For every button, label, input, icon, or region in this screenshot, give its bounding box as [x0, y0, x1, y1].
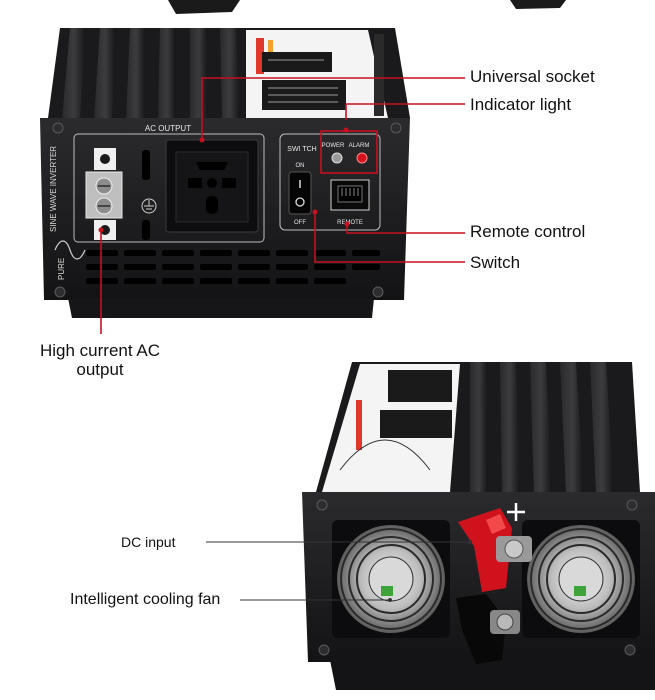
callout-cooling-fan: Intelligent cooling fan	[70, 591, 221, 608]
dc-negative-terminal[interactable]	[456, 594, 520, 664]
screw-icon	[316, 499, 638, 656]
callout-lines-top	[100, 77, 465, 334]
cooling-fan-left	[332, 520, 450, 638]
callout-remote-control: Remote control	[470, 222, 586, 241]
indicator-lights	[331, 152, 368, 164]
panel-label-power: POWER	[322, 143, 345, 149]
side-label-sine: SINE WAVE INVERTER	[49, 146, 58, 232]
panel-label-remote: REMOTE	[337, 220, 363, 226]
control-frame	[279, 133, 381, 231]
panel-label-on: ON	[296, 163, 305, 169]
callout-dc-input: DC input	[121, 534, 176, 550]
heatsink-fins	[470, 362, 614, 492]
side-label-pure: PURE	[57, 258, 66, 280]
callout-dots-top	[98, 127, 350, 233]
top-inverter: SINE WAVE INVERTER PURE AC OUTPUT	[40, 28, 410, 318]
panel-label-off: OFF	[294, 220, 306, 226]
callout-universal-socket: Universal socket	[470, 67, 595, 86]
callout-indicator-light: Indicator light	[470, 95, 572, 114]
ac-output-frame	[73, 133, 265, 243]
panel-label-switch: SWI TCH	[287, 146, 316, 153]
plus-icon	[507, 503, 525, 521]
callout-switch: Switch	[470, 253, 521, 272]
heatsink-fins	[62, 28, 240, 120]
ac-terminal-block[interactable]	[85, 148, 123, 240]
cooling-fan-right	[522, 520, 640, 638]
callout-dots-bottom	[388, 540, 472, 602]
ground-icon	[141, 198, 157, 214]
bottom-inverter	[302, 362, 655, 690]
panel-label-ac-output: AC OUTPUT	[145, 124, 191, 133]
sine-wave-icon	[54, 240, 86, 260]
universal-socket[interactable]	[165, 139, 259, 233]
vent-grille	[86, 250, 380, 284]
panel-label-alarm: ALARM	[349, 143, 370, 149]
remote-port[interactable]	[330, 179, 370, 211]
callout-high-current-ac-output: High current AC output	[40, 341, 160, 379]
top-crop-fragment	[168, 0, 566, 14]
screw-icon	[52, 122, 402, 298]
dc-positive-terminal[interactable]	[458, 508, 532, 592]
power-switch[interactable]	[288, 171, 312, 215]
callout-lines-bottom	[206, 541, 470, 601]
